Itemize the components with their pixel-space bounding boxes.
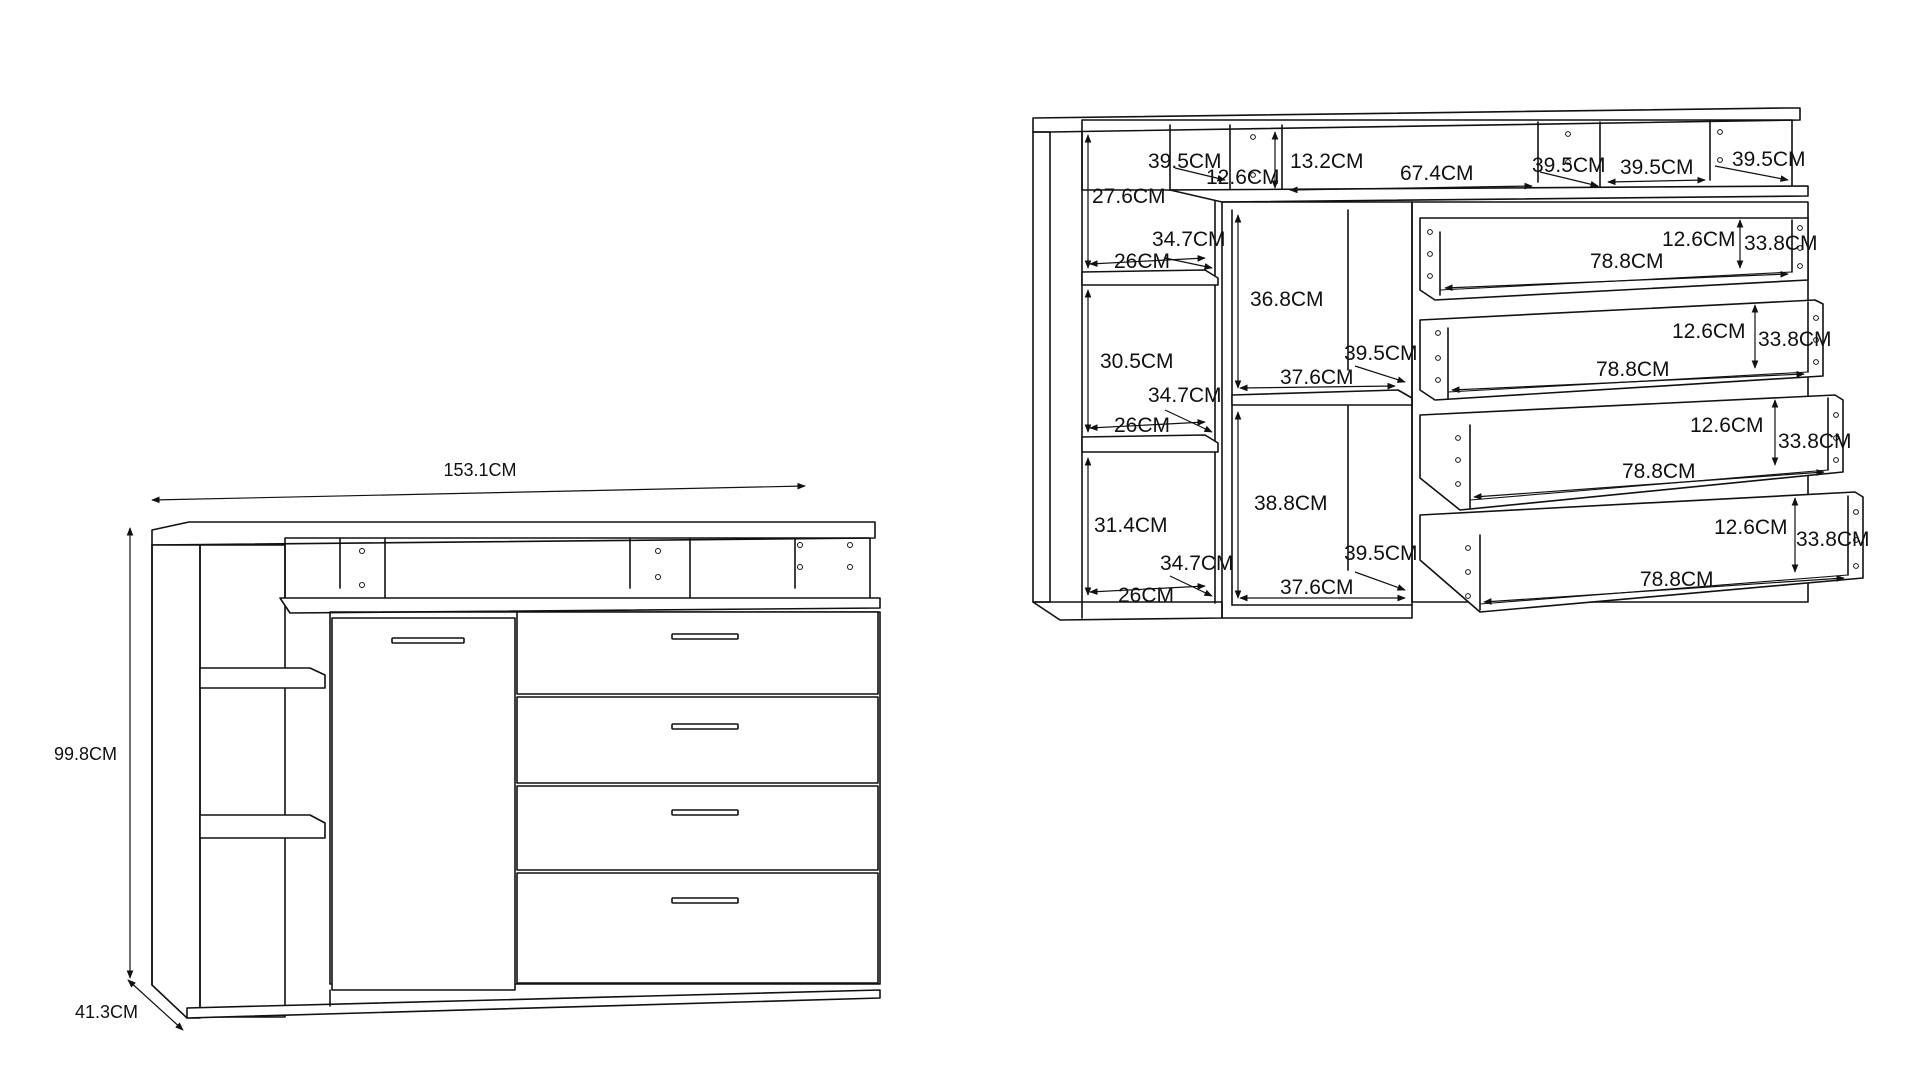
open-shelf-lower (199, 814, 326, 839)
depth-label: 41.3CM (75, 1002, 138, 1022)
label-shelf-1-height: 27.6CM (1092, 185, 1166, 208)
label-drawer-3-height: 12.6CM (1690, 414, 1764, 437)
label-drawer-3-depth: 33.8CM (1778, 430, 1852, 453)
interior-center-shelf (1231, 389, 1413, 406)
depth-dimension-line (127, 979, 184, 1031)
drawer-4 (516, 872, 879, 984)
drawer-2-handle (671, 723, 739, 730)
width-label: 153.1CM (443, 460, 516, 480)
label-drawer-4-height: 12.6CM (1714, 516, 1788, 539)
cabinet-door (331, 617, 516, 991)
raised-compartment (284, 537, 871, 601)
drawer-1-handle (671, 633, 739, 640)
label-drawer-1-width: 78.8CM (1590, 250, 1664, 273)
drawer-4-handle (671, 897, 739, 904)
label-drawer-2-width: 78.8CM (1596, 358, 1670, 381)
label-center-1-width: 37.6CM (1280, 366, 1354, 389)
label-drawer-3-width: 78.8CM (1622, 460, 1696, 483)
front-view-sideboard: 153.1CM 99.8CM 41.3CM (54, 460, 881, 1031)
label-top-6: 39.5CM (1620, 156, 1694, 179)
height-label: 99.8CM (54, 744, 117, 764)
label-top-5: 39.5CM (1532, 154, 1606, 177)
interior-view-sideboard: 39.5CM 12.6CM 13.2CM 67.4CM 39.5CM 39.5C… (1032, 107, 1870, 621)
label-top-7: 39.5CM (1732, 148, 1806, 171)
label-shelf-3-depth: 34.7CM (1160, 552, 1234, 575)
label-shelf-1-depth: 34.7CM (1152, 228, 1226, 251)
label-shelf-2-depth: 34.7CM (1148, 384, 1222, 407)
label-center-2-width: 37.6CM (1280, 576, 1354, 599)
label-shelf-2-height: 30.5CM (1100, 350, 1174, 373)
interior-left-shelf-2 (1081, 434, 1219, 453)
drawer-2 (516, 696, 879, 784)
label-center-1-height: 36.8CM (1250, 288, 1324, 311)
label-center-1-depth: 39.5CM (1344, 342, 1418, 365)
label-shelf-1-width: 26CM (1114, 250, 1170, 273)
label-center-2-height: 38.8CM (1254, 492, 1328, 515)
label-shelf-3-height: 31.4CM (1094, 514, 1168, 537)
label-top-3: 13.2CM (1290, 150, 1364, 173)
label-shelf-2-width: 26CM (1114, 414, 1170, 437)
label-shelf-3-width: 26CM (1118, 584, 1174, 607)
door-handle (391, 637, 465, 644)
label-top-2: 12.6CM (1206, 166, 1280, 189)
label-drawer-1-depth: 33.8CM (1744, 232, 1818, 255)
label-top-4: 67.4CM (1400, 162, 1474, 185)
width-dimension-line (151, 482, 806, 504)
label-drawer-2-depth: 33.8CM (1758, 328, 1832, 351)
label-drawer-4-width: 78.8CM (1640, 568, 1714, 591)
label-drawer-1-height: 12.6CM (1662, 228, 1736, 251)
plinth (186, 989, 881, 1019)
open-shelf-upper (199, 667, 326, 689)
drawer-3-handle (671, 809, 739, 816)
label-drawer-2-height: 12.6CM (1672, 320, 1746, 343)
interior-drawer-4 (1419, 491, 1864, 613)
label-top-1: 39.5CM (1148, 150, 1222, 173)
top-board (151, 521, 876, 546)
interior-left-shelf-1 (1081, 269, 1219, 286)
open-shelf-area (199, 544, 286, 1018)
drawer-1 (516, 611, 879, 695)
label-center-2-depth: 39.5CM (1344, 542, 1418, 565)
drawer-3 (516, 785, 879, 871)
interior-dimension-lines (1084, 131, 1845, 605)
label-drawer-4-depth: 33.8CM (1796, 528, 1870, 551)
interior-left-side (1032, 131, 1051, 603)
cabinet-top-plate (279, 597, 881, 614)
left-side-panel (151, 544, 201, 1019)
